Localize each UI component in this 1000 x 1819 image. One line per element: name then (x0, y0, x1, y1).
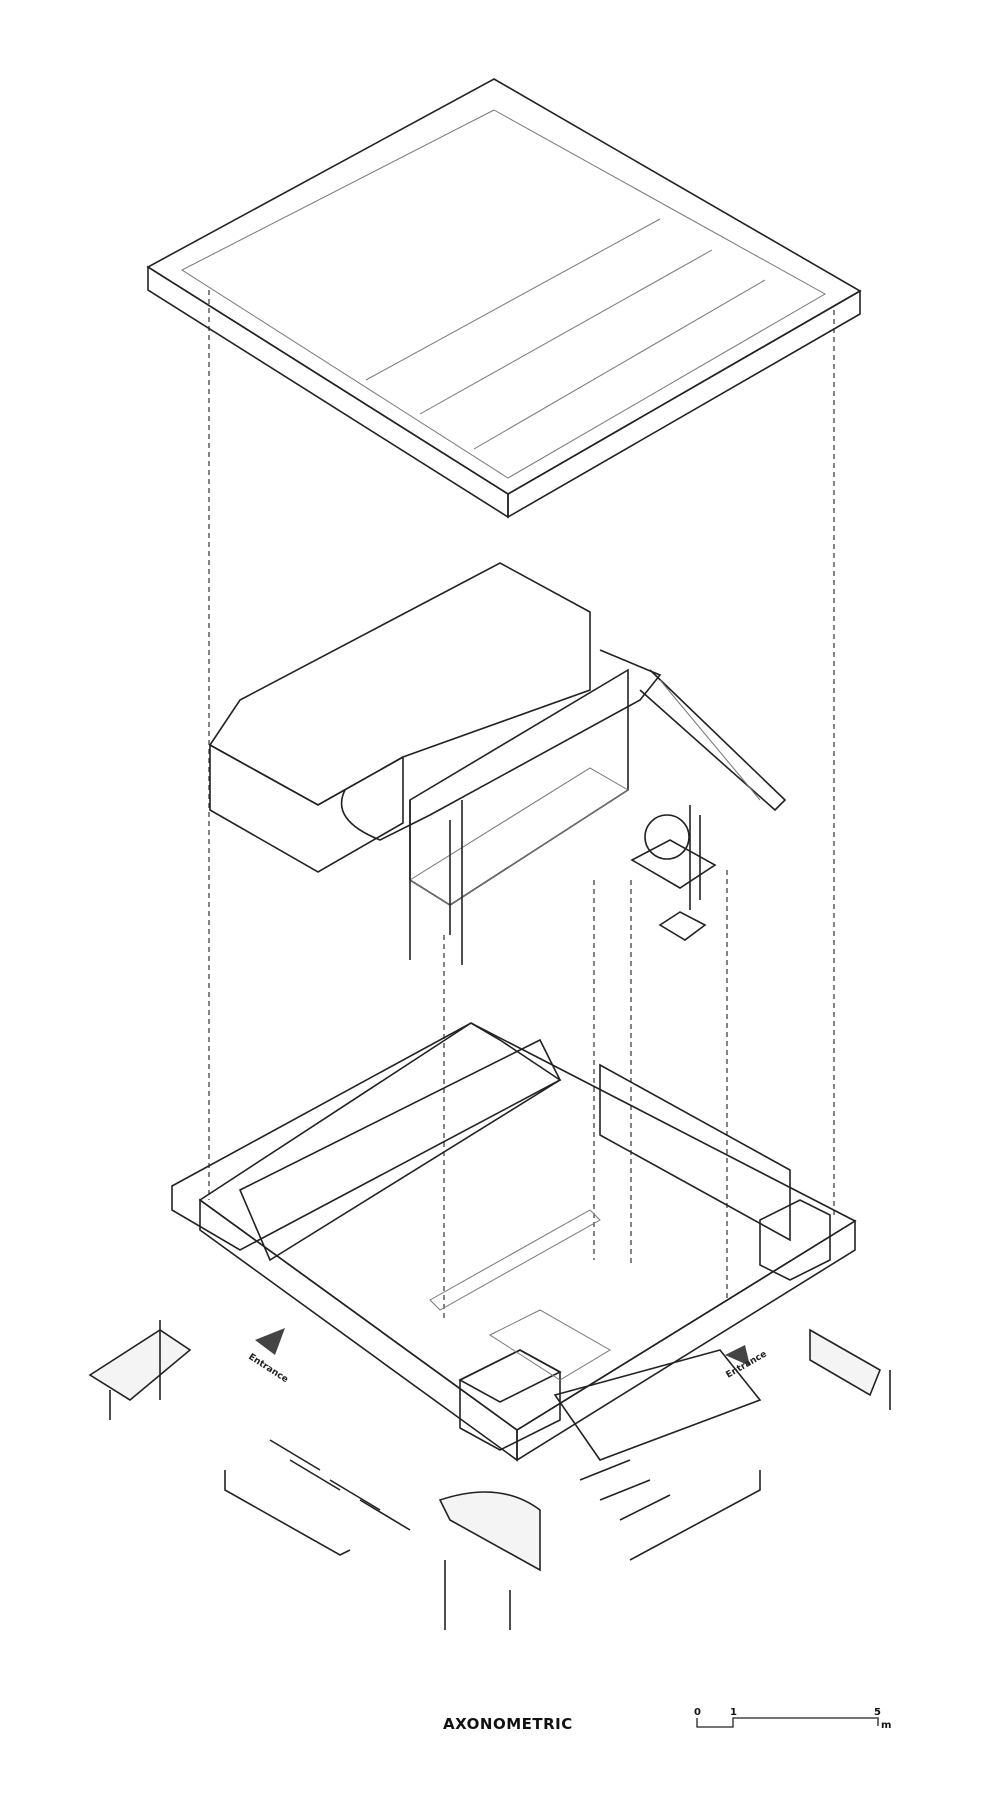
scale-tick-0: 0 (694, 1707, 701, 1718)
entrance-label-left: Entrance (246, 1352, 289, 1385)
entrance-arrow-right (725, 1345, 750, 1366)
drawing-title: AXONOMETRIC (443, 1715, 573, 1733)
entrance-arrow-left (255, 1328, 285, 1355)
floor-slab (171, 1022, 857, 1462)
roof-slab (146, 78, 862, 519)
projection-lines (208, 290, 835, 1320)
scale-tick-1: 1 (730, 1707, 737, 1718)
scale-unit: m (881, 1720, 891, 1731)
scale-bar: 0 1 5 m (694, 1707, 891, 1731)
bar-volume (208, 562, 787, 965)
furniture (88, 1320, 891, 1630)
scale-tick-5: 5 (874, 1707, 881, 1718)
